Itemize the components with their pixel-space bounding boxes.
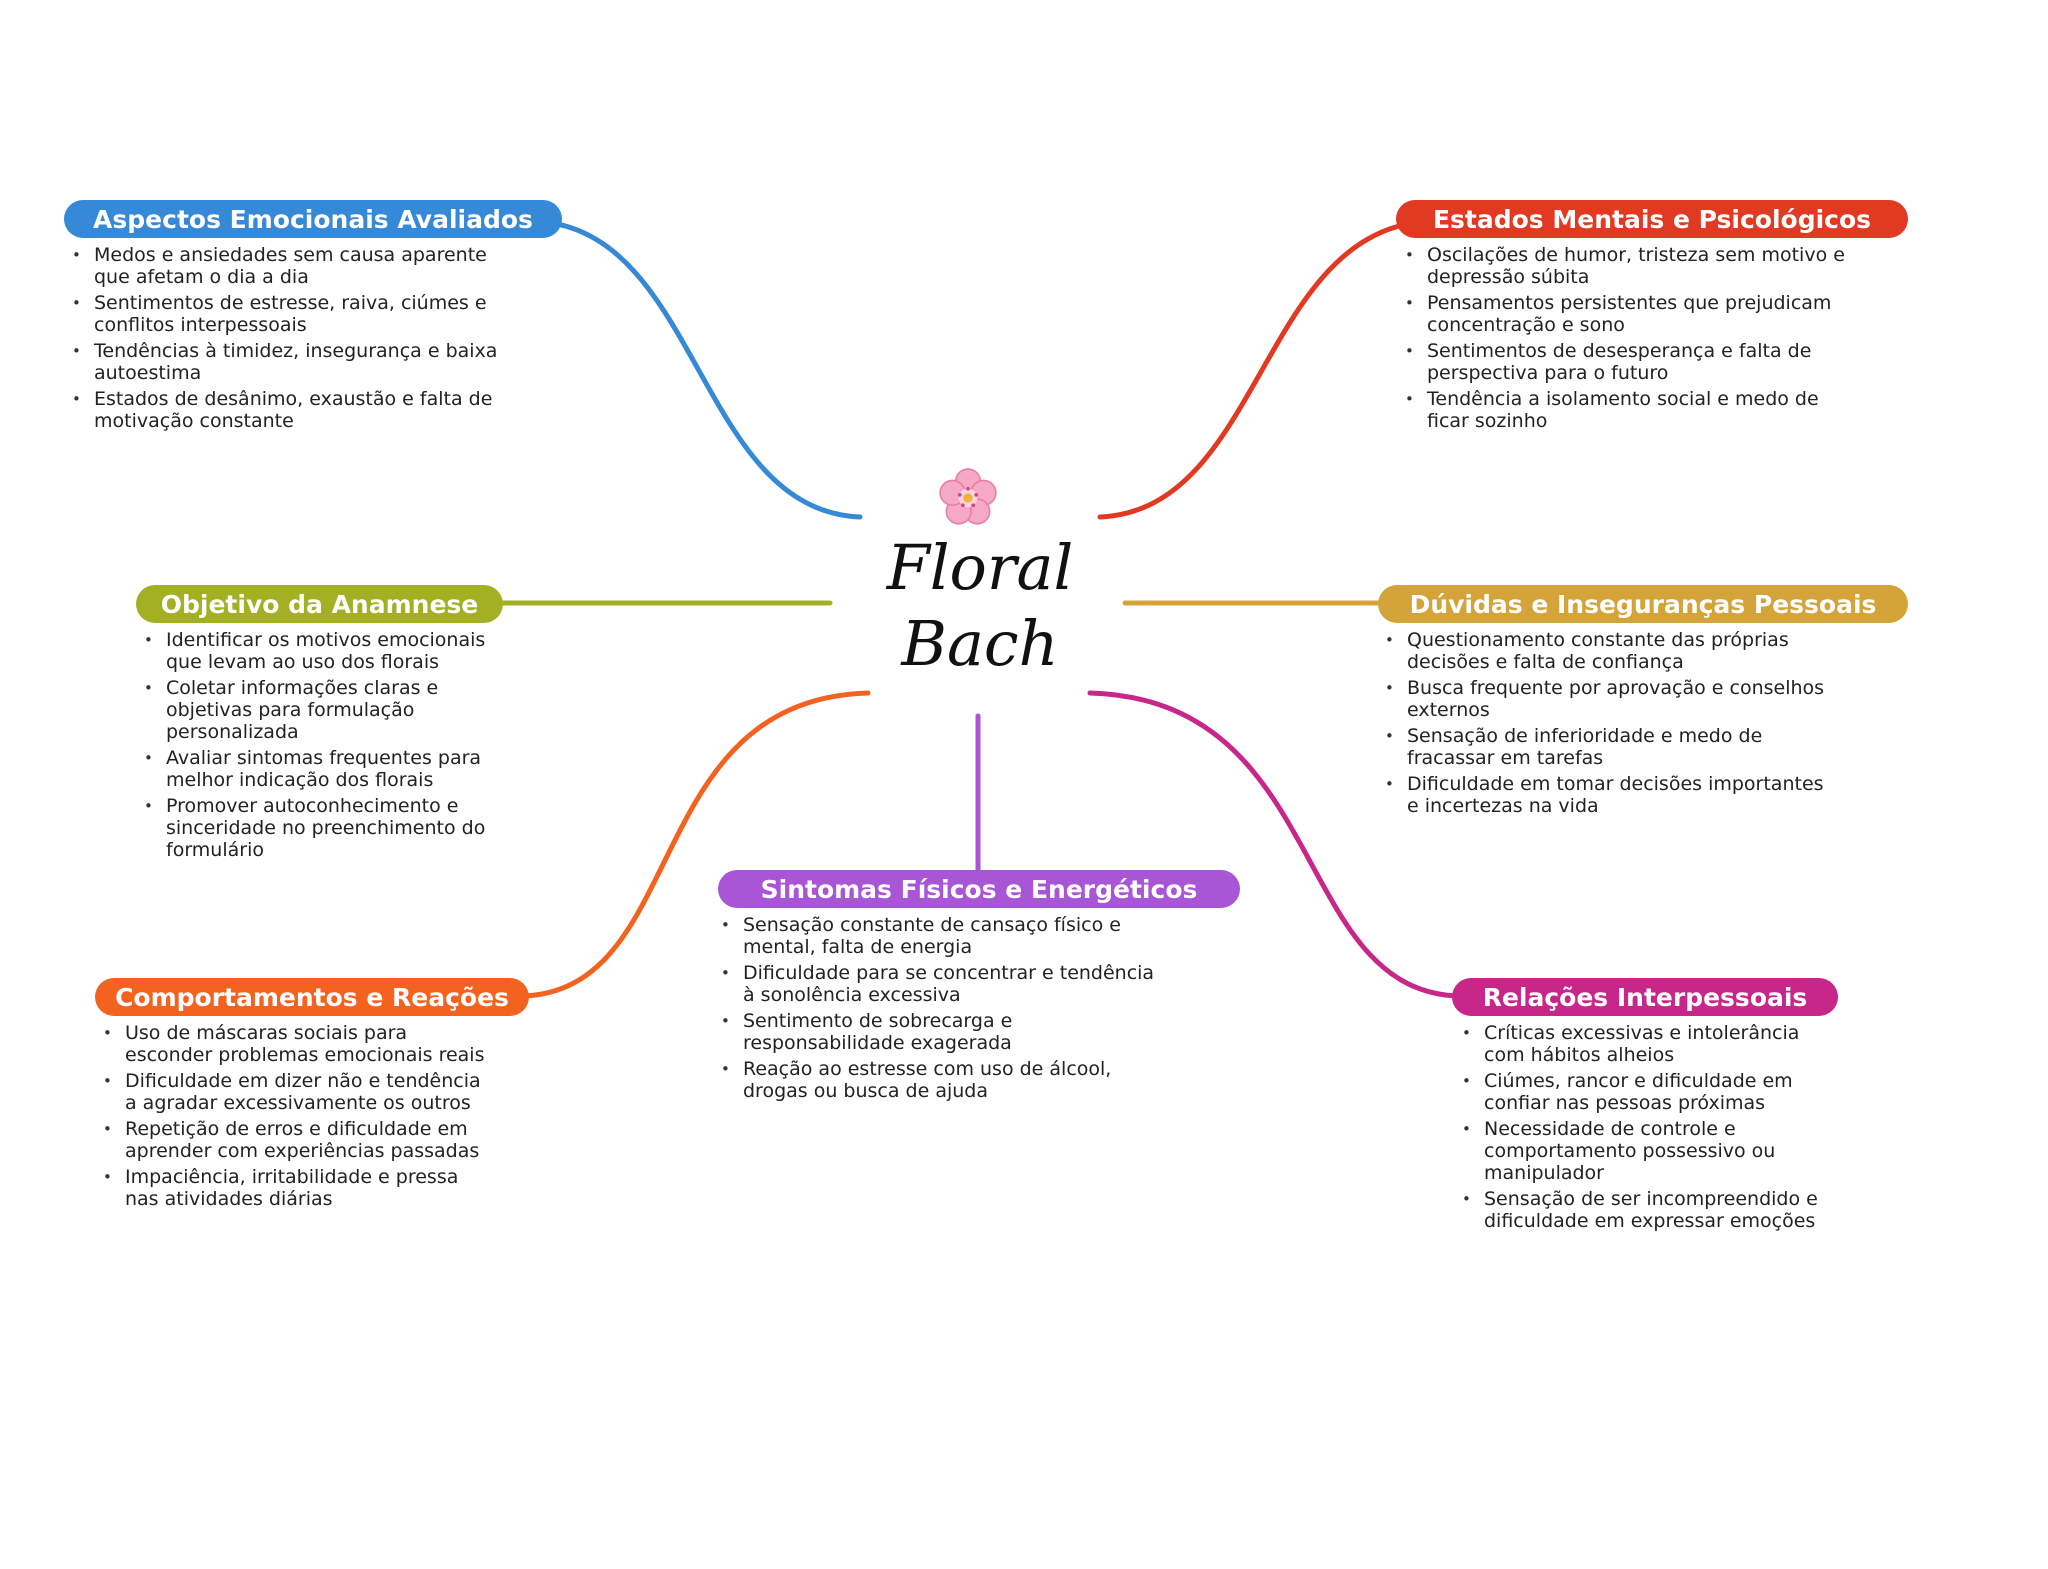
list-estados-mentais: Oscilações de humor, tristeza sem motivo… [1405,244,1855,436]
list-item: Promover autoconhecimento e sinceridade … [144,795,489,861]
list-item: Dificuldade em tomar decisões importante… [1385,773,1835,817]
list-item: Coletar informações claras e objetivas p… [144,677,489,743]
connector-relacoes [1087,690,1461,999]
topic-sintomas-fisicos[interactable]: Sintomas Físicos e Energéticos [718,870,1240,908]
topic-objetivo-anamnese[interactable]: Objetivo da Anamnese [136,585,503,623]
list-item: Avaliar sintomas frequentes para melhor … [144,747,489,791]
list-item: Sensação de ser incompreendido e dificul… [1462,1188,1832,1232]
list-item: Estados de desânimo, exaustão e falta de… [72,388,522,432]
list-item: Necessidade de controle e comportamento … [1462,1118,1832,1184]
list-item: Sentimentos de estresse, raiva, ciúmes e… [72,292,522,336]
list-item: Dificuldade em dizer não e tendência a a… [103,1070,493,1114]
list-item: Críticas excessivas e intolerância com h… [1462,1022,1832,1066]
list-item: Tendência a isolamento social e medo de … [1405,388,1855,432]
topic-estados-mentais[interactable]: Estados Mentais e Psicológicos [1396,200,1908,238]
list-item: Impaciência, irritabilidade e pressa nas… [103,1166,493,1210]
list-item: Medos e ansiedades sem causa aparente qu… [72,244,522,288]
list-item: Sensação de inferioridade e medo de frac… [1385,725,1835,769]
list-duvidas-insegurancas: Questionamento constante das próprias de… [1385,629,1835,821]
list-item: Reação ao estresse com uso de álcool, dr… [721,1058,1161,1102]
central-title-line2: Bach [901,607,1059,680]
topic-duvidas-insegurancas[interactable]: Dúvidas e Inseguranças Pessoais [1378,585,1908,623]
list-item: Sentimento de sobrecarga e responsabilid… [721,1010,1161,1054]
list-item: Identificar os motivos emocionais que le… [144,629,489,673]
topic-comportamentos[interactable]: Comportamentos e Reações [95,978,529,1016]
list-comportamentos: Uso de máscaras sociais para esconder pr… [103,1022,493,1214]
list-item: Dificuldade para se concentrar e tendênc… [721,962,1161,1006]
list-item: Pensamentos persistentes que prejudicam … [1405,292,1855,336]
connector-aspectos-emocionais [542,219,863,520]
list-item: Repetição de erros e dificuldade em apre… [103,1118,493,1162]
list-item: Tendências à timidez, insegurança e baix… [72,340,522,384]
list-item: Ciúmes, rancor e dificuldade em confiar … [1462,1070,1832,1114]
topic-relacoes[interactable]: Relações Interpessoais [1452,978,1838,1016]
topic-aspectos-emocionais[interactable]: Aspectos Emocionais Avaliados [64,200,562,238]
list-item: Uso de máscaras sociais para esconder pr… [103,1022,493,1066]
list-objetivo-anamnese: Identificar os motivos emocionais que le… [144,629,489,865]
cherry-blossom-icon [939,468,997,525]
list-item: Busca frequente por aprovação e conselho… [1385,677,1835,721]
list-aspectos-emocionais: Medos e ansiedades sem causa aparente qu… [72,244,522,436]
list-item: Sentimentos de desesperança e falta de p… [1405,340,1855,384]
list-relacoes: Críticas excessivas e intolerância com h… [1462,1022,1832,1236]
list-item: Sensação constante de cansaço físico e m… [721,914,1161,958]
connector-estados-mentais [1097,219,1423,520]
connector-comportamentos [520,690,871,999]
list-item: Oscilações de humor, tristeza sem motivo… [1405,244,1855,288]
list-sintomas-fisicos: Sensação constante de cansaço físico e m… [721,914,1161,1106]
list-item: Questionamento constante das próprias de… [1385,629,1835,673]
central-title-line1: Floral [886,531,1074,604]
